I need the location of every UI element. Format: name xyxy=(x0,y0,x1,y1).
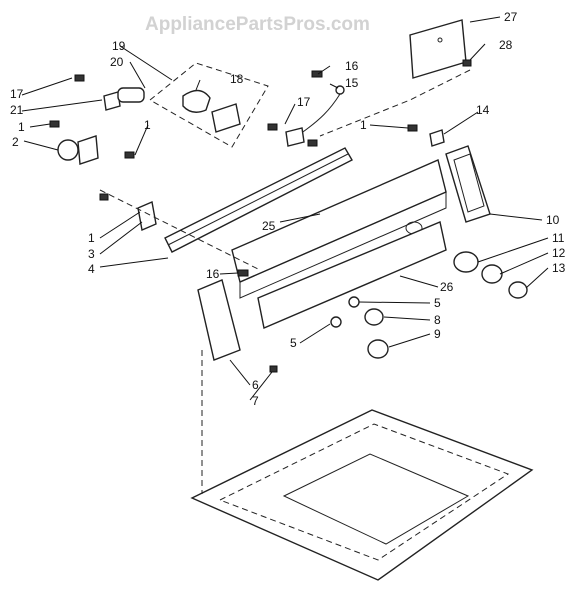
callout-21: 21 xyxy=(10,103,24,117)
callout-26: 26 xyxy=(440,280,454,294)
part-13-knob[interactable] xyxy=(508,281,528,299)
part-15-wire xyxy=(299,93,341,135)
part-1-screw-d[interactable] xyxy=(99,193,109,201)
part-26-console[interactable] xyxy=(257,221,447,329)
part-10-inner xyxy=(453,153,485,213)
callout-28: 28 xyxy=(499,38,513,52)
callout-13: 13 xyxy=(552,261,566,275)
part-14-clip[interactable] xyxy=(429,129,445,147)
part-17-screw-top[interactable] xyxy=(74,74,85,82)
callout-6: 6 xyxy=(252,378,259,392)
callout-25: 25 xyxy=(262,219,276,233)
part-25-panel-bottom xyxy=(239,191,447,299)
callout-8: 8 xyxy=(434,313,441,327)
callout-1-a: 1 xyxy=(18,120,25,134)
part-5-spring-b[interactable] xyxy=(330,316,342,328)
callout-9: 9 xyxy=(434,327,441,341)
callout-27: 27 xyxy=(504,10,518,24)
part-4-rail-edge xyxy=(167,153,349,246)
callout-2: 2 xyxy=(12,135,19,149)
part-17-screw-mid[interactable] xyxy=(267,123,278,131)
callout-12: 12 xyxy=(552,246,566,260)
part-28-screw[interactable] xyxy=(462,59,472,67)
part-18-switch[interactable] xyxy=(182,89,211,113)
part-16-screw-low[interactable] xyxy=(237,269,249,277)
callout-17-mid: 17 xyxy=(297,95,311,109)
part-11-bezel[interactable] xyxy=(453,251,479,273)
part-1-screw-e[interactable] xyxy=(307,139,318,147)
watermark-text: AppliancePartsPros.com xyxy=(145,14,370,35)
cabinet-top[interactable] xyxy=(190,409,534,581)
callout-1-b: 1 xyxy=(144,118,151,132)
callout-7: 7 xyxy=(252,394,259,408)
part-7-screw[interactable] xyxy=(269,365,278,373)
part-27-plate[interactable] xyxy=(409,19,467,79)
part-6-trim[interactable] xyxy=(197,279,241,361)
part-9-knob[interactable] xyxy=(367,339,389,359)
callout-11: 11 xyxy=(552,231,565,245)
part-17-clip[interactable] xyxy=(285,127,305,147)
alignment-line-c xyxy=(319,69,471,137)
callout-19: 19 xyxy=(112,39,126,53)
callout-15: 15 xyxy=(345,76,359,90)
callout-5-right: 5 xyxy=(434,296,441,310)
part-8-knob[interactable] xyxy=(364,308,384,326)
switch-group-outline xyxy=(149,62,269,148)
callout-18: 18 xyxy=(230,72,244,86)
part-4-rail[interactable] xyxy=(164,147,353,253)
callout-16-low: 16 xyxy=(206,267,220,281)
part-21-bracket[interactable] xyxy=(103,91,121,111)
callout-14: 14 xyxy=(476,103,490,117)
callout-20: 20 xyxy=(110,55,124,69)
callout-17-left: 17 xyxy=(10,87,24,101)
part-20-switch[interactable] xyxy=(117,87,145,103)
callout-3: 3 xyxy=(88,247,95,261)
part-19-bracket[interactable] xyxy=(211,103,241,133)
part-5-spring-a[interactable] xyxy=(348,296,360,308)
part-2-timer[interactable] xyxy=(57,139,79,161)
callout-4: 4 xyxy=(88,262,95,276)
callout-1-c: 1 xyxy=(360,118,367,132)
part-12-dial[interactable] xyxy=(481,264,503,284)
part-1-screw-c[interactable] xyxy=(407,124,418,132)
leader-lines xyxy=(21,16,549,401)
lid-opening xyxy=(282,453,470,545)
callout-10: 10 xyxy=(546,213,560,227)
part-16-screw-top[interactable] xyxy=(311,70,323,78)
callout-5-left: 5 xyxy=(290,336,297,350)
part-1-screw-a[interactable] xyxy=(49,120,60,128)
part-27-hole xyxy=(437,37,443,43)
part-1-screw-b[interactable] xyxy=(124,151,135,159)
part-3-clip[interactable] xyxy=(137,201,157,231)
callout-16-top: 16 xyxy=(345,59,359,73)
cabinet-top-inner xyxy=(218,423,510,561)
callout-1-d: 1 xyxy=(88,231,95,245)
part-2-bracket[interactable] xyxy=(77,135,99,165)
